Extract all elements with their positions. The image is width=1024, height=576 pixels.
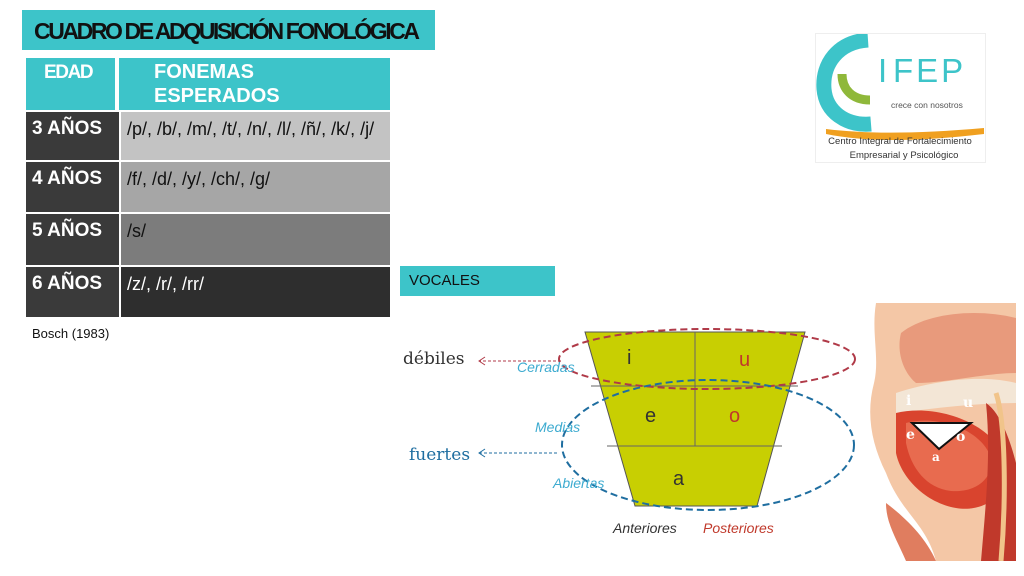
closed-vowels-ellipse	[558, 328, 856, 390]
vocales-label: VOCALES	[409, 272, 480, 289]
mouth-vowel-i: i	[906, 393, 911, 409]
svg-text:FEP: FEP	[893, 52, 966, 89]
abiertas-label: Abiertas	[552, 475, 604, 491]
mouth-anatomy-illustration: i u e o a	[866, 303, 1016, 561]
logo-tagline: crece con nosotros	[891, 100, 963, 110]
table-row-age: 6 AÑOS	[26, 265, 119, 317]
posteriores-label: Posteriores	[703, 520, 774, 536]
debiles-label: débiles	[403, 349, 464, 369]
header-age: EDAD	[26, 58, 117, 110]
header-phonemes: FONEMAS ESPERADOS	[119, 58, 390, 110]
page-title: CUADRO DE ADQUISICIÓN FONOLÓGICA	[34, 18, 420, 44]
cifep-logo: I FEP crece con nosotros Centro Integral…	[815, 33, 986, 163]
open-mid-vowels-ellipse	[561, 379, 855, 511]
vowel-a: a	[673, 468, 685, 490]
mouth-vowel-u: u	[963, 395, 973, 411]
mouth-vowel-e: e	[906, 427, 915, 443]
table-row-age: 4 AÑOS	[26, 160, 119, 212]
table-row-phonemes: /z/, /r/, /rr/	[119, 265, 390, 317]
vowel-e: e	[645, 405, 656, 427]
vowel-i: i	[627, 347, 631, 369]
vocales-banner: VOCALES	[400, 266, 555, 296]
cifep-logo-mark: I FEP crece con nosotros Centro Integral…	[816, 34, 984, 161]
mouth-vowel-o: o	[956, 429, 965, 445]
logo-line-1: Centro Integral de Fortalecimiento	[828, 136, 972, 147]
title-banner: CUADRO DE ADQUISICIÓN FONOLÓGICA	[22, 10, 435, 50]
logo-line-2: Empresarial y Psicológico	[850, 150, 959, 161]
vowel-chart: débiles fuertes Cerradas Medias Abiertas…	[403, 328, 856, 536]
svg-text:I: I	[878, 52, 890, 89]
table-row-age: 5 AÑOS	[26, 212, 119, 265]
vowel-o: o	[729, 405, 740, 427]
table-row-phonemes: /s/	[119, 212, 390, 265]
anteriores-label: Anteriores	[612, 520, 677, 536]
source-citation: Bosch (1983)	[32, 326, 110, 341]
table-row-age: 3 AÑOS	[26, 110, 119, 160]
table-row-phonemes: /p/, /b/, /m/, /t/, /n/, /l/, /ñ/, /k/, …	[119, 110, 390, 160]
medias-label: Medias	[535, 419, 580, 435]
mouth-vowel-a: a	[932, 450, 940, 464]
vowel-u: u	[739, 349, 750, 371]
table-row-phonemes: /f/, /d/, /y/, /ch/, /g/	[119, 160, 390, 212]
fuertes-label: fuertes	[409, 445, 470, 465]
cerradas-label: Cerradas	[517, 359, 575, 375]
